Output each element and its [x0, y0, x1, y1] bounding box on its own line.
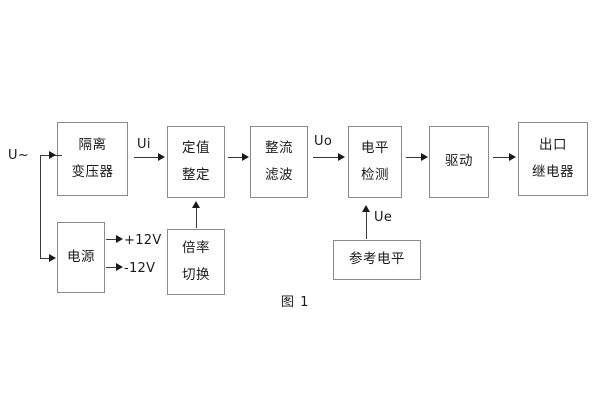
arrowhead-rectify-to-level-detect [338, 153, 345, 161]
arrowhead-driver-to-output-relay [509, 153, 516, 161]
arrowhead-input-to-power-supply [49, 254, 56, 262]
block-label-line: 滤波 [265, 166, 293, 183]
arrowhead-transformer-to-setting [158, 153, 165, 161]
block-label-line: 电源 [67, 248, 95, 265]
block-multiplier-switch[interactable]: 倍率 切换 [167, 229, 225, 295]
connector-multiplier-to-setting [196, 208, 197, 228]
connector-input-branch-trunk [40, 155, 41, 258]
signal-label-supply-plus-12v: +12V [124, 233, 162, 248]
signal-label-supply-minus-12v: -12V [124, 261, 156, 276]
block-label-line: 电平 [361, 140, 389, 156]
block-label-line: 继电器 [532, 163, 574, 180]
figure-caption: 图 1 [281, 295, 310, 310]
connector-power-supply-minus-rail [106, 267, 118, 268]
block-label-line: 隔离 [78, 137, 107, 153]
arrowhead-setting-to-rectify [242, 153, 249, 161]
connector-power-supply-plus-rail [106, 239, 118, 240]
arrowhead-power-supply-minus-rail [116, 263, 123, 271]
connector-reference-to-level-detect [366, 212, 367, 239]
block-label-line: 整定 [182, 166, 210, 183]
block-rectify-filter[interactable]: 整流 滤波 [250, 126, 308, 198]
block-label-line: 出口 [539, 137, 567, 153]
block-level-detect[interactable]: 电平 检测 [348, 126, 402, 198]
signal-label-input-source: U~ [8, 148, 30, 163]
connector-input-to-power-supply [40, 258, 50, 259]
block-isolation-transformer[interactable]: 隔离 变压器 [57, 122, 128, 196]
block-driver[interactable]: 驱动 [429, 126, 489, 198]
block-label-line: 驱动 [445, 153, 473, 170]
arrowhead-reference-to-level-detect [362, 205, 370, 212]
connector-setting-to-rectify [228, 157, 243, 158]
block-reference-level[interactable]: 参考电平 [333, 240, 421, 280]
arrowhead-input-to-transformer [49, 151, 56, 159]
arrowhead-power-supply-plus-rail [116, 235, 123, 243]
signal-label-ui: Ui [137, 137, 151, 152]
block-label-line: 参考电平 [349, 251, 405, 268]
block-label-line: 定值 [182, 140, 210, 156]
signal-label-ue: Ue [374, 210, 393, 225]
block-setting-adjust[interactable]: 定值 整定 [167, 126, 225, 198]
block-label-line: 检测 [361, 166, 389, 183]
block-label-line: 切换 [182, 266, 210, 283]
connector-rectify-to-level-detect [313, 157, 339, 158]
block-output-relay[interactable]: 出口 继电器 [518, 122, 588, 196]
block-label-line: 倍率 [182, 240, 210, 256]
connector-driver-to-output-relay [493, 157, 510, 158]
arrowhead-level-detect-to-driver [421, 153, 428, 161]
connector-level-detect-to-driver [406, 157, 422, 158]
signal-label-uo: Uo [314, 134, 333, 149]
block-label-line: 变压器 [71, 163, 114, 180]
block-power-supply[interactable]: 电源 [57, 222, 105, 293]
arrowhead-multiplier-to-setting [192, 201, 200, 208]
connector-transformer-to-setting [134, 157, 159, 158]
block-label-line: 整流 [265, 140, 293, 156]
connector-input-to-transformer [40, 155, 50, 156]
